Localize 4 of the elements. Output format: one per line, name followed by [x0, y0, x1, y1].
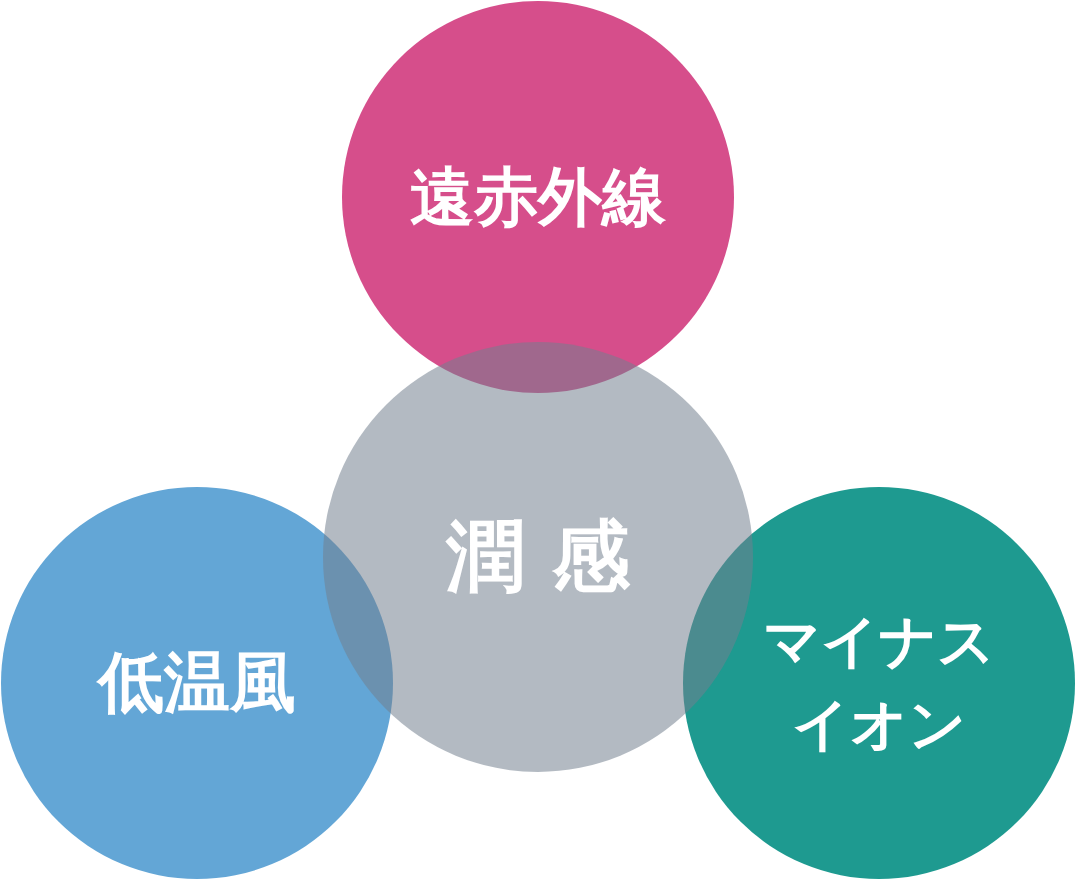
circle-label: 潤 感 — [446, 510, 630, 604]
circle-label: 遠赤外線 — [410, 158, 666, 236]
circle-label: 低温風 — [98, 643, 296, 723]
circle-label: マイナスイオン — [762, 607, 996, 759]
